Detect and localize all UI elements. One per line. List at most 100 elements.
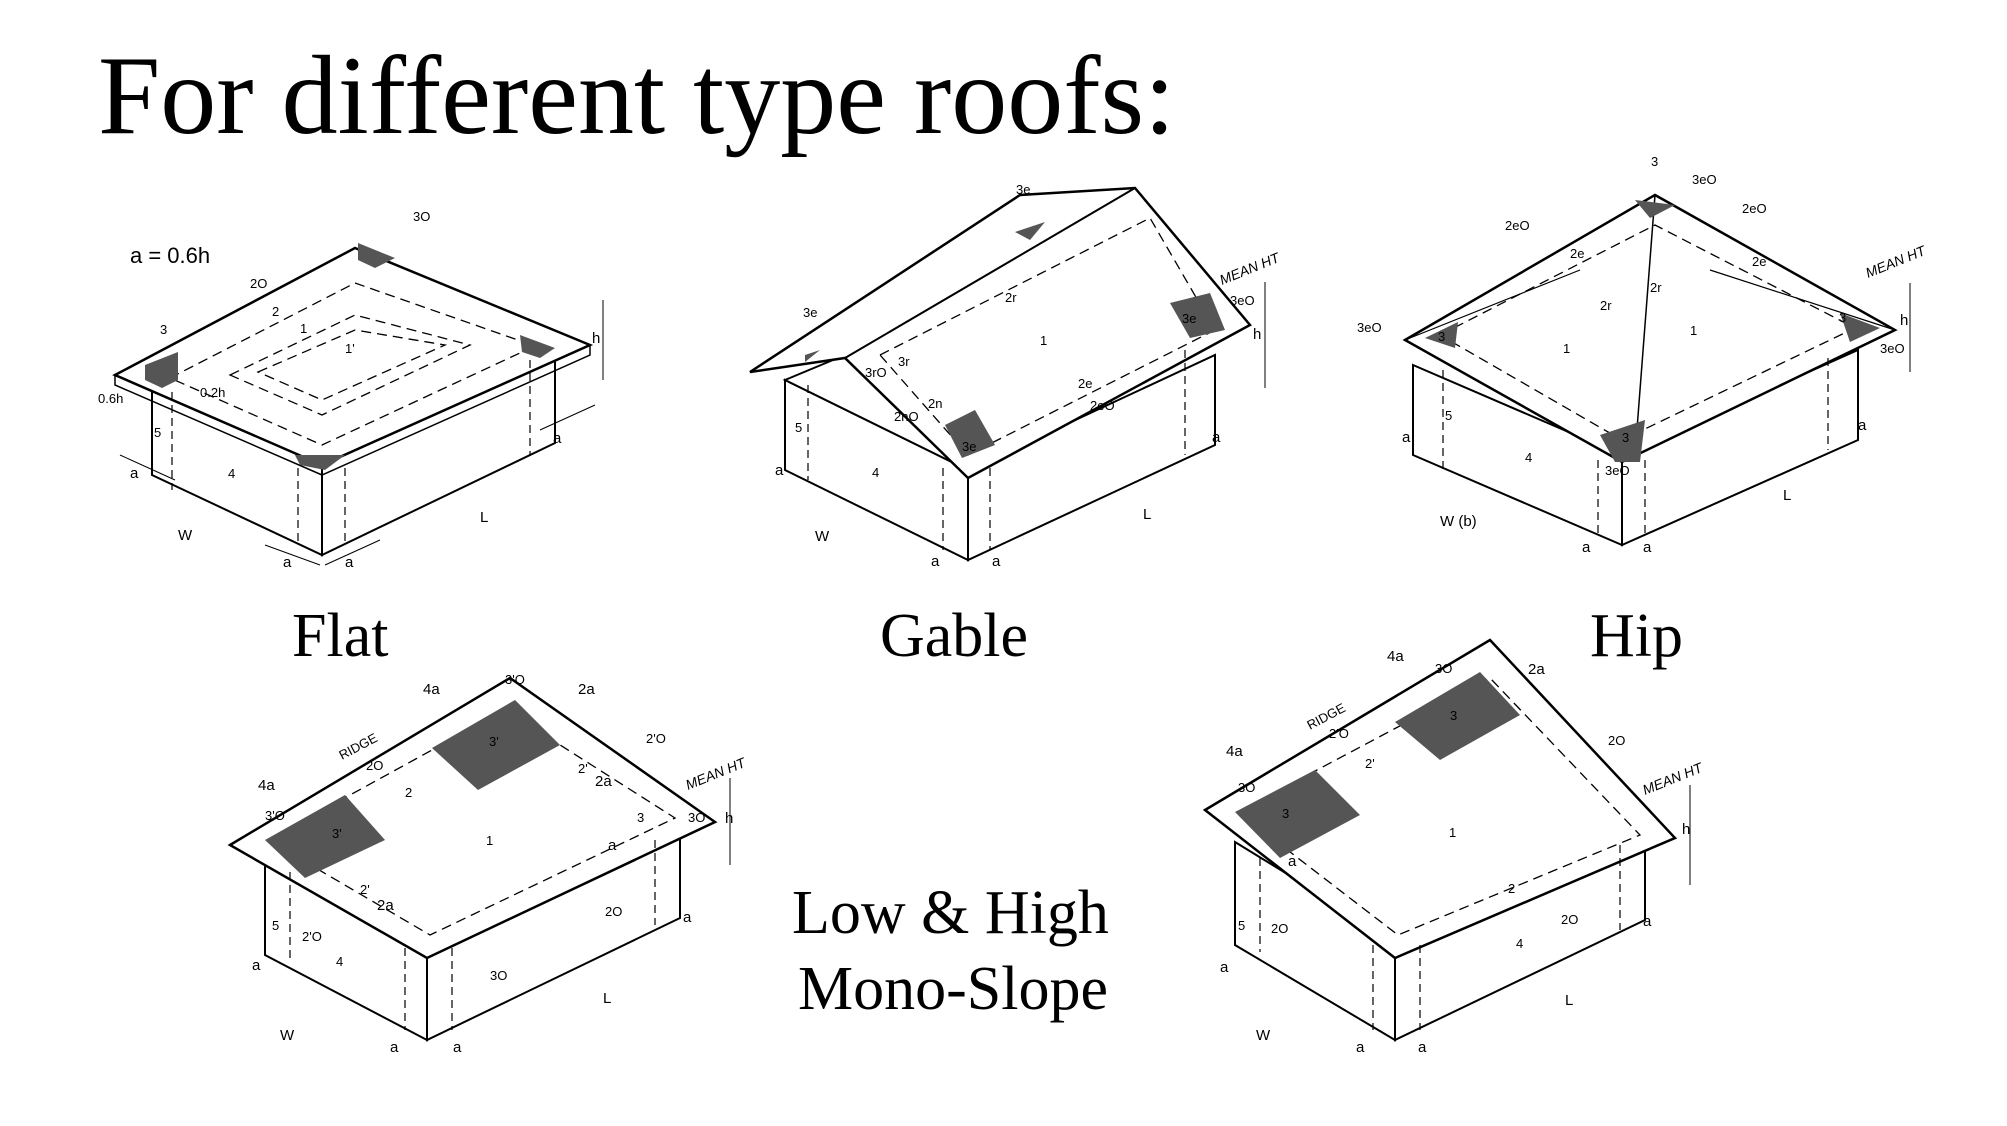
flat-w-label: W	[178, 527, 193, 544]
diagram-hip-roof	[1402, 193, 1911, 547]
mono-low-4a-left: 4a	[258, 777, 275, 794]
mono-high-mean-ht: MEAN HT	[1640, 759, 1706, 798]
mono-high-a-label-2: a	[1356, 1039, 1365, 1056]
mono-low-zone-4: 4	[336, 954, 343, 969]
flat-formula: a = 0.6h	[130, 243, 210, 268]
gable-2n: 2n	[928, 396, 942, 411]
mono-low-a-label-4: a	[683, 909, 692, 926]
hip-zone-5: 5	[1445, 408, 1452, 423]
hip-l-label: L	[1783, 487, 1791, 504]
mono-high-2po: 2'O	[1329, 726, 1349, 741]
mono-low-2o-bottom: 2O	[605, 904, 622, 919]
diagram-gable-roof	[749, 186, 1266, 562]
flat-a-label-4: a	[553, 430, 562, 447]
mono-low-zone-5: 5	[272, 918, 279, 933]
mono-high-2p: 2'	[1365, 756, 1375, 771]
mono-low-zone-3p-top: 3'	[489, 734, 499, 749]
hip-zone-3-left: 3	[1438, 329, 1445, 344]
hip-zone-4: 4	[1525, 450, 1532, 465]
flat-zone-4: 4	[228, 466, 235, 481]
mono-low-zone-2: 2	[405, 785, 412, 800]
gable-w-label: W	[815, 528, 830, 545]
mono-high-a-label-3: a	[1418, 1039, 1427, 1056]
mono-low-2po-bottom: 2'O	[302, 929, 322, 944]
mono-low-3o-right: 3O	[688, 810, 705, 825]
hip-zone-3-right: 3	[1839, 310, 1846, 325]
hip-3eo-bottom: 3eO	[1605, 463, 1630, 478]
flat-2o-label: 2O	[250, 276, 267, 291]
gable-3ro: 3rO	[865, 365, 887, 380]
gable-2no: 2nO	[894, 409, 919, 424]
gable-3e-left: 3e	[803, 305, 817, 320]
mono-low-2o-top: 2O	[366, 758, 383, 773]
mono-low-zone-3p-left: 3'	[332, 826, 342, 841]
flat-roof-labels: a = 0.6h W L h a a a a 1' 1 2 3 4 5 2O 3…	[98, 209, 600, 571]
flat-h-label: h	[592, 330, 600, 347]
mono-low-a-label-1: a	[252, 957, 261, 974]
mono-high-4a-top: 4a	[1387, 648, 1404, 665]
hip-a-label-2: a	[1582, 539, 1591, 556]
hip-3eo-right: 3eO	[1880, 341, 1905, 356]
gable-a-label-1: a	[775, 462, 784, 479]
gable-zone-4: 4	[872, 465, 879, 480]
mono-high-h-label: h	[1682, 821, 1690, 838]
hip-2eo-left: 2eO	[1505, 218, 1530, 233]
hip-2e-1: 2e	[1570, 246, 1584, 261]
mono-high-2o-top: 2O	[1608, 733, 1625, 748]
mono-high-zone-4: 4	[1516, 936, 1523, 951]
mono-low-h-label: h	[725, 810, 733, 827]
mono-high-zone-5: 5	[1238, 918, 1245, 933]
gable-l-label: L	[1143, 506, 1151, 523]
hip-a-label-1: a	[1402, 429, 1411, 446]
hip-3eo-top: 3eO	[1692, 172, 1717, 187]
gable-3e-top: 3e	[1016, 182, 1030, 197]
hip-3eo-left: 3eO	[1357, 320, 1382, 335]
mono-low-2po-right: 2'O	[646, 731, 666, 746]
hip-mean-ht: MEAN HT	[1863, 242, 1929, 281]
mono-low-w-label: W	[280, 1027, 295, 1044]
flat-02h-label: 0.2h	[200, 385, 225, 400]
mono-low-a-label-3: a	[453, 1039, 462, 1056]
gable-zone-1: 1	[1040, 333, 1047, 348]
flat-zone-3: 3	[160, 322, 167, 337]
mono-high-zone-3-left: 3	[1282, 806, 1289, 821]
caption-hip: Hip	[1590, 602, 1683, 670]
page-title: For different type roofs:	[98, 34, 1176, 158]
hip-zone-1-right: 1	[1690, 323, 1697, 338]
caption-mono-line2: Mono-Slope	[798, 955, 1108, 1023]
flat-3o-label: 3O	[413, 209, 430, 224]
mono-low-2p-right: 2'	[578, 761, 588, 776]
mono-low-mean-ht: MEAN HT	[683, 754, 749, 793]
caption-gable: Gable	[880, 602, 1029, 670]
mono-low-zone-1: 1	[486, 833, 493, 848]
flat-a-label-3: a	[345, 554, 354, 571]
mono-high-l-label: L	[1565, 992, 1573, 1009]
mono-low-a-label-5: a	[608, 837, 617, 854]
mono-high-zone-1: 1	[1449, 825, 1456, 840]
gable-3e-right: 3e	[1182, 311, 1196, 326]
gable-3e-bottom: 3e	[962, 439, 976, 454]
hip-2e-2: 2e	[1752, 254, 1766, 269]
hip-a-label-4: a	[1858, 417, 1867, 434]
mono-high-a-label-5: a	[1288, 853, 1297, 870]
flat-zone-5: 5	[154, 425, 161, 440]
hip-2r-2: 2r	[1650, 280, 1662, 295]
mono-high-zone-2: 2	[1508, 881, 1515, 896]
mono-low-4a-top: 4a	[423, 681, 440, 698]
flat-a-label-1: a	[130, 465, 139, 482]
gable-3r: 3r	[898, 354, 910, 369]
hip-2r-1: 2r	[1600, 298, 1612, 313]
diagram-mono-slope-low	[227, 676, 731, 1042]
gable-mean-ht: MEAN HT	[1217, 249, 1283, 288]
mono-high-2o-left: 2O	[1271, 921, 1288, 936]
mono-high-zone-3-top: 3	[1450, 708, 1457, 723]
flat-06h-label: 0.6h	[98, 391, 123, 406]
mono-high-a-label-1: a	[1220, 959, 1229, 976]
gable-2eo: 2eO	[1090, 398, 1115, 413]
hip-zone-3-top: 3	[1651, 154, 1658, 169]
mono-low-2p-bottom: 2'	[360, 882, 370, 897]
caption-flat: Flat	[292, 602, 389, 670]
diagram-mono-slope-high	[1202, 638, 1691, 1042]
mono-low-2a-bottom: 2a	[377, 897, 394, 914]
